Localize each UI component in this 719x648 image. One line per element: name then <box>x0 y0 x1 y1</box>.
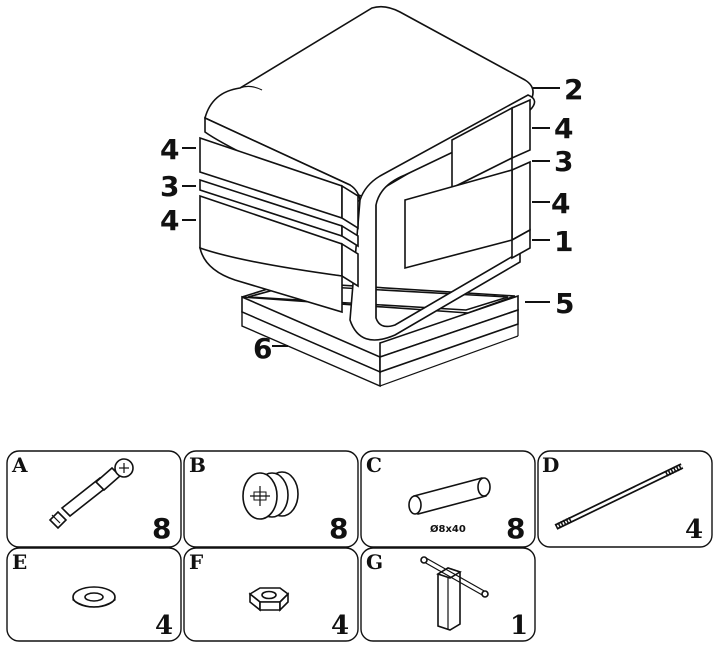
part-letter-c: C <box>366 453 382 477</box>
part-letter-f: F <box>189 550 203 574</box>
callout-3-left: 3 <box>160 170 179 203</box>
part-letter-d: D <box>542 453 559 477</box>
left-stack <box>198 136 359 314</box>
part-cell-a: A 8 <box>6 450 182 548</box>
wooden-dowel-icon <box>408 477 491 515</box>
leader-lines <box>182 87 560 347</box>
part-qty-d: 4 <box>685 515 703 545</box>
callout-4-left-upper: 4 <box>160 133 179 166</box>
hex-nut-icon <box>248 587 290 612</box>
callout-4-left-lower: 4 <box>160 204 179 237</box>
callout-5: 5 <box>555 287 574 320</box>
callout-labels: 2 4 3 4 1 5 4 3 4 6 <box>160 73 583 365</box>
part-letter-a: A <box>11 453 28 477</box>
part-qty-b: 8 <box>329 512 348 545</box>
washer-icon <box>72 586 116 608</box>
hardware-grid: A 8 B 8 <box>6 450 713 642</box>
part-letter-e: E <box>12 550 27 574</box>
base-frame <box>241 281 519 388</box>
exploded-view <box>198 5 536 388</box>
callout-3-right: 3 <box>554 145 573 178</box>
cam-lock-icon <box>242 471 299 520</box>
hex-key-wrench-icon <box>420 556 489 631</box>
callout-4-right-lower: 4 <box>551 187 570 220</box>
dowel-spec-label: Ø8x40 <box>430 523 466 535</box>
threaded-rod-icon <box>554 463 684 530</box>
side-panel-right <box>349 94 536 341</box>
part-cell-e: E 4 <box>6 547 182 642</box>
part-cell-g: G 1 <box>360 547 536 642</box>
part-qty-e: 4 <box>155 611 173 641</box>
part-qty-a: 8 <box>152 512 171 545</box>
callout-6: 6 <box>253 332 272 365</box>
cam-bolt-icon <box>48 458 134 530</box>
callout-4-right-upper: 4 <box>554 112 573 145</box>
part-cell-b: B 8 <box>183 450 359 548</box>
callout-1: 1 <box>554 225 573 258</box>
part-qty-g: 1 <box>510 611 528 641</box>
part-qty-c: 8 <box>506 512 525 545</box>
part-cell-f: F 4 <box>183 547 359 642</box>
back-panels <box>404 106 513 270</box>
part-letter-g: G <box>366 550 383 574</box>
part-qty-f: 4 <box>331 611 349 641</box>
part-cell-c: C 8 Ø8x40 <box>360 450 536 548</box>
part-letter-b: B <box>189 453 206 477</box>
part-cell-d: D 4 <box>537 450 713 548</box>
callout-2: 2 <box>564 73 583 106</box>
